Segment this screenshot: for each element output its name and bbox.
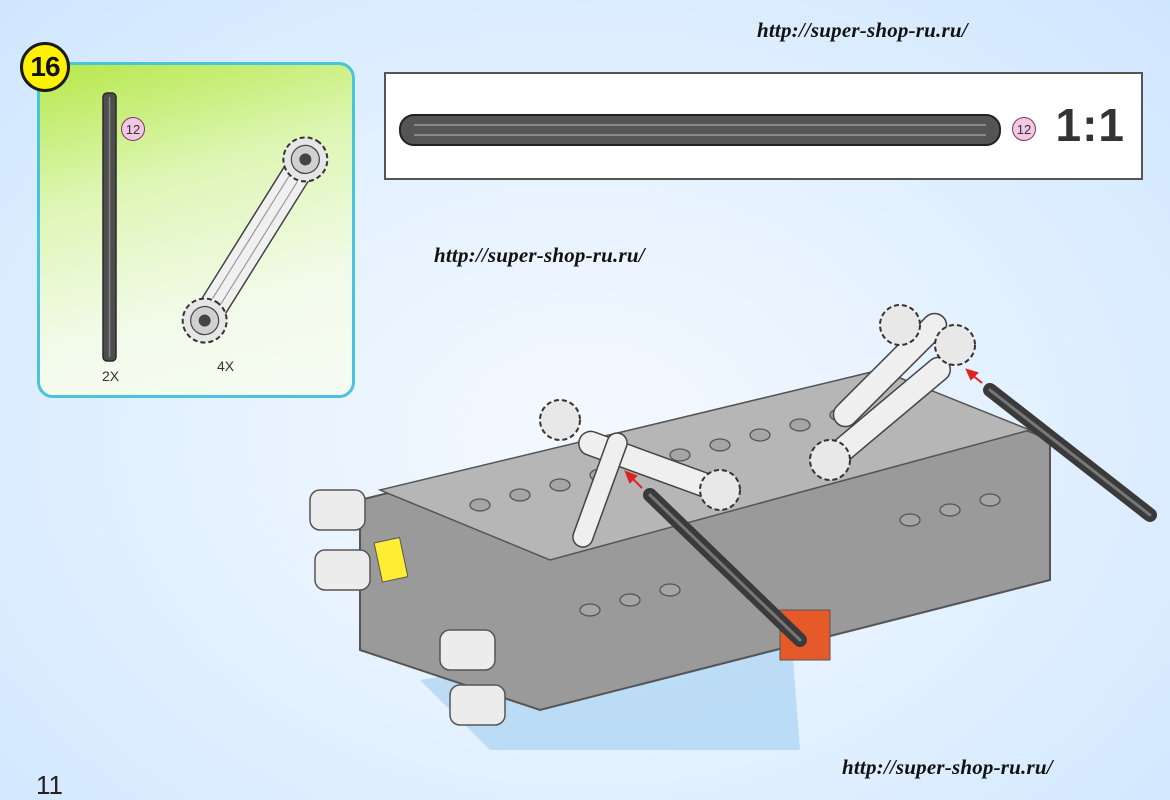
- watermark-url-bottom: http://super-shop-ru.ru/: [842, 755, 1053, 779]
- watermark-url-middle: http://super-shop-ru.ru/: [434, 243, 645, 267]
- scale-reference-box: 12 1:1: [384, 72, 1143, 180]
- axle-scale-image: [399, 114, 1001, 146]
- scale-ref-circle: 12: [1012, 117, 1036, 141]
- liftarm-quantity-label: 4X: [217, 358, 235, 374]
- assembly-illustration: [309, 304, 1157, 750]
- page-number: 11: [36, 770, 63, 800]
- axle-quantity-label: 2X: [102, 368, 120, 384]
- parts-needed-panel: 12 2X 4X: [37, 62, 355, 398]
- watermark-url-top: http://super-shop-ru.ru/: [757, 18, 968, 42]
- part-ref-circle: 12: [121, 117, 145, 141]
- scale-ratio-label: 1:1: [1055, 99, 1125, 151]
- axle-part-image: [102, 92, 329, 362]
- step-number-badge: 16: [20, 42, 70, 92]
